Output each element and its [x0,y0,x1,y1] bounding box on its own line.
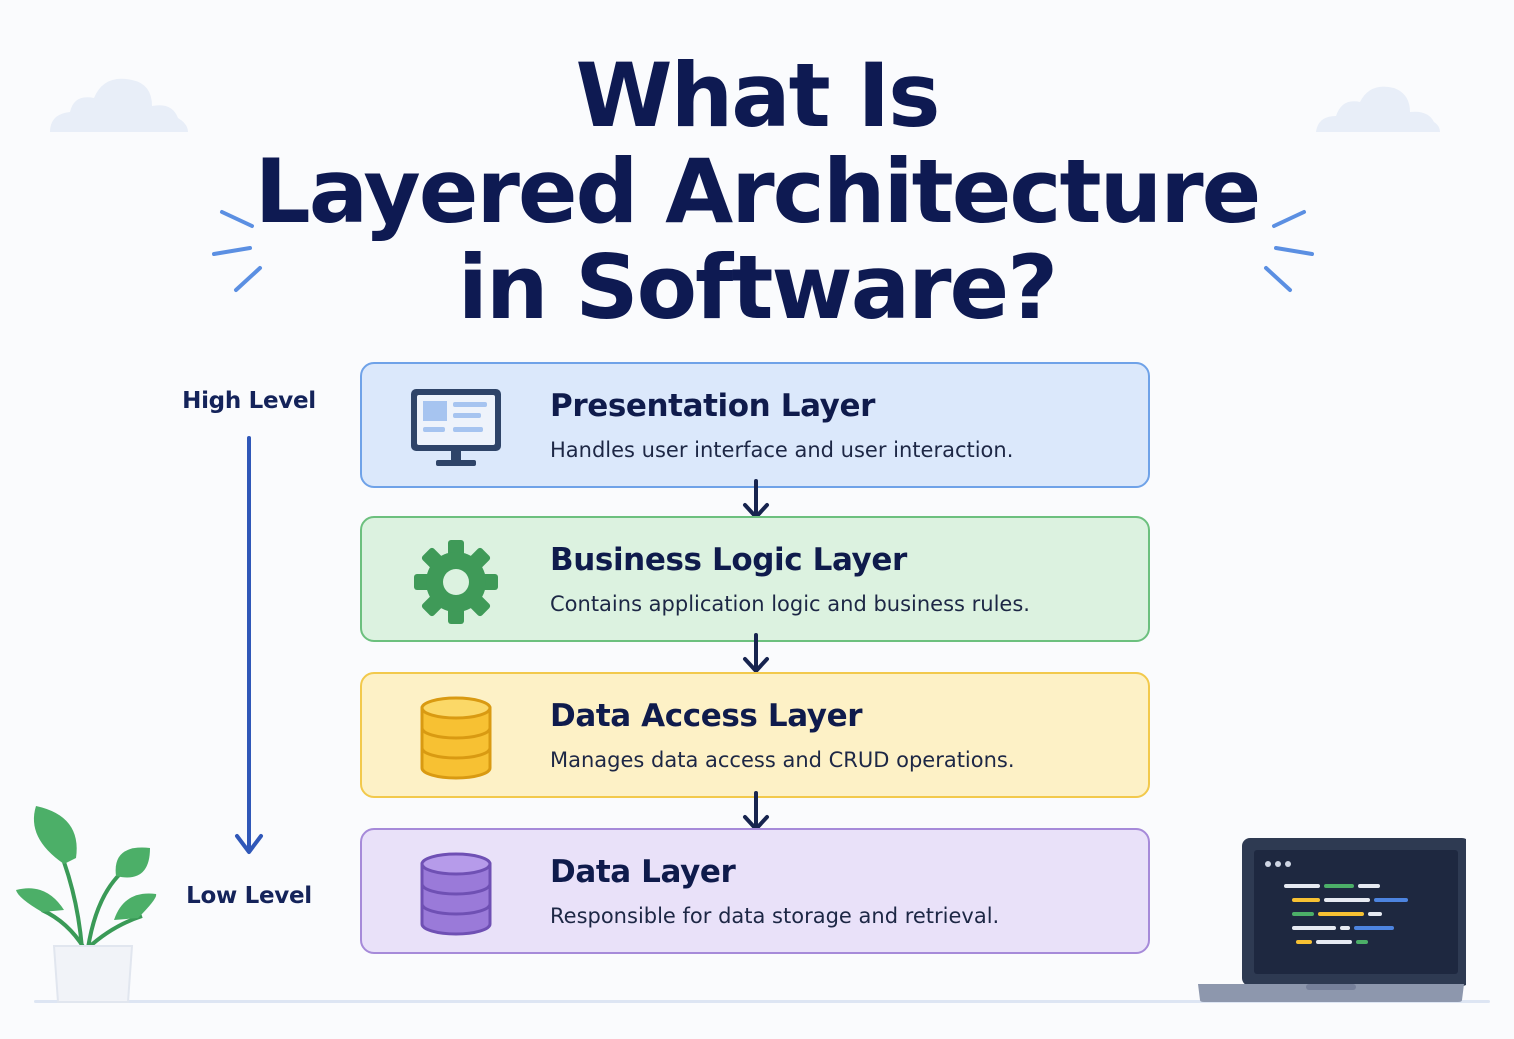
sparkle-left-decoration [212,210,262,292]
low-level-label: Low Level [186,883,312,909]
down-arrow-icon [743,633,769,673]
layer-name: Business Logic Layer [550,542,907,578]
title-line-2: Layered Architecture [254,140,1262,243]
laptop-icon [1198,838,1466,1002]
floor-line [34,1000,1490,1003]
data-access-layer-card: Data Access Layer Manages data access an… [360,672,1150,798]
layer-name: Presentation Layer [550,388,875,424]
layer-description: Handles user interface and user interact… [550,438,1014,462]
plant-icon [16,806,157,1003]
sparkle-right-decoration [1264,210,1314,292]
title-line-3: in Software? [457,236,1058,339]
title-line-1: What Is [575,44,941,147]
presentation-layer-card: Presentation Layer Handles user interfac… [360,362,1150,488]
database-icon [420,696,492,780]
gear-icon [414,540,498,624]
database-icon [420,852,492,936]
layer-description: Manages data access and CRUD operations. [550,748,1015,772]
page-title: What Is Layered Architecture in Software… [0,48,1514,336]
layer-name: Data Layer [550,854,736,890]
data-layer-card: Data Layer Responsible for data storage … [360,828,1150,954]
high-level-label: High Level [182,388,316,414]
level-axis-arrow [235,436,263,854]
monitor-icon [411,389,501,466]
layer-name: Data Access Layer [550,698,863,734]
layer-description: Responsible for data storage and retriev… [550,904,1000,928]
layer-description: Contains application logic and business … [550,592,1030,616]
cloud-left-decoration [50,78,188,132]
cloud-right-decoration [1316,86,1440,132]
business-logic-layer-card: Business Logic Layer Contains applicatio… [360,516,1150,642]
